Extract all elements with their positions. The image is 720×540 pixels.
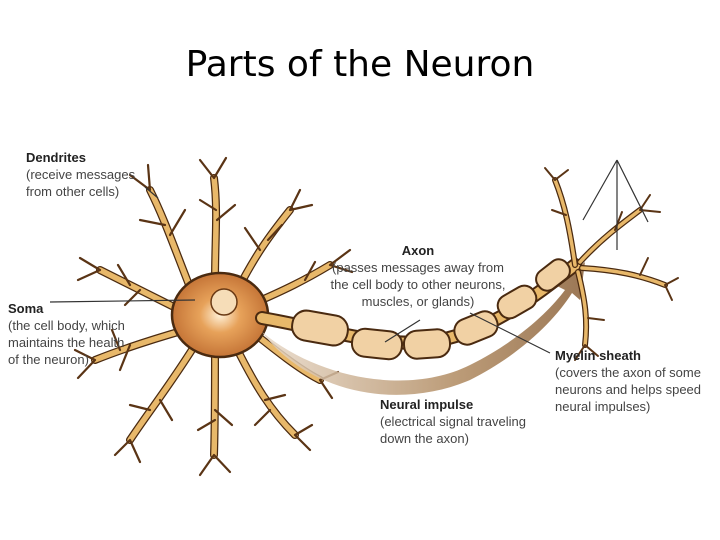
label-myelin-heading: Myelin sheath [555,348,641,363]
label-axon-description: (passes messages away from the cell body… [330,260,506,309]
label-myelin-sheath: Myelin sheath (covers the axon of some n… [555,347,717,415]
label-impulse-description: (electrical signal traveling down the ax… [380,414,526,446]
leader-lines [49,159,649,354]
label-dendrites-heading: Dendrites [26,150,86,165]
nucleus [210,288,238,316]
label-myelin-description: (covers the axon of some neurons and hel… [555,365,702,414]
soma-cell-body [170,271,270,359]
label-soma-heading: Soma [8,301,44,316]
label-soma: Soma (the cell body, which maintains the… [8,300,126,368]
label-neural-impulse: Neural impulse (electrical signal travel… [380,396,550,447]
myelin-sheath-segments [291,258,571,361]
label-dendrites-description: (receive messages from other cells) [26,167,136,199]
label-soma-description: (the cell body, which maintains the heal… [8,318,125,367]
axon-terminals [544,167,679,361]
label-axon: Axon (passes messages away from the cell… [328,242,508,310]
label-axon-heading: Axon [401,243,435,258]
label-impulse-heading: Neural impulse [380,397,474,412]
label-dendrites: Dendrites (receive messages from other c… [26,149,161,200]
page-title: Parts of the Neuron [185,44,535,85]
